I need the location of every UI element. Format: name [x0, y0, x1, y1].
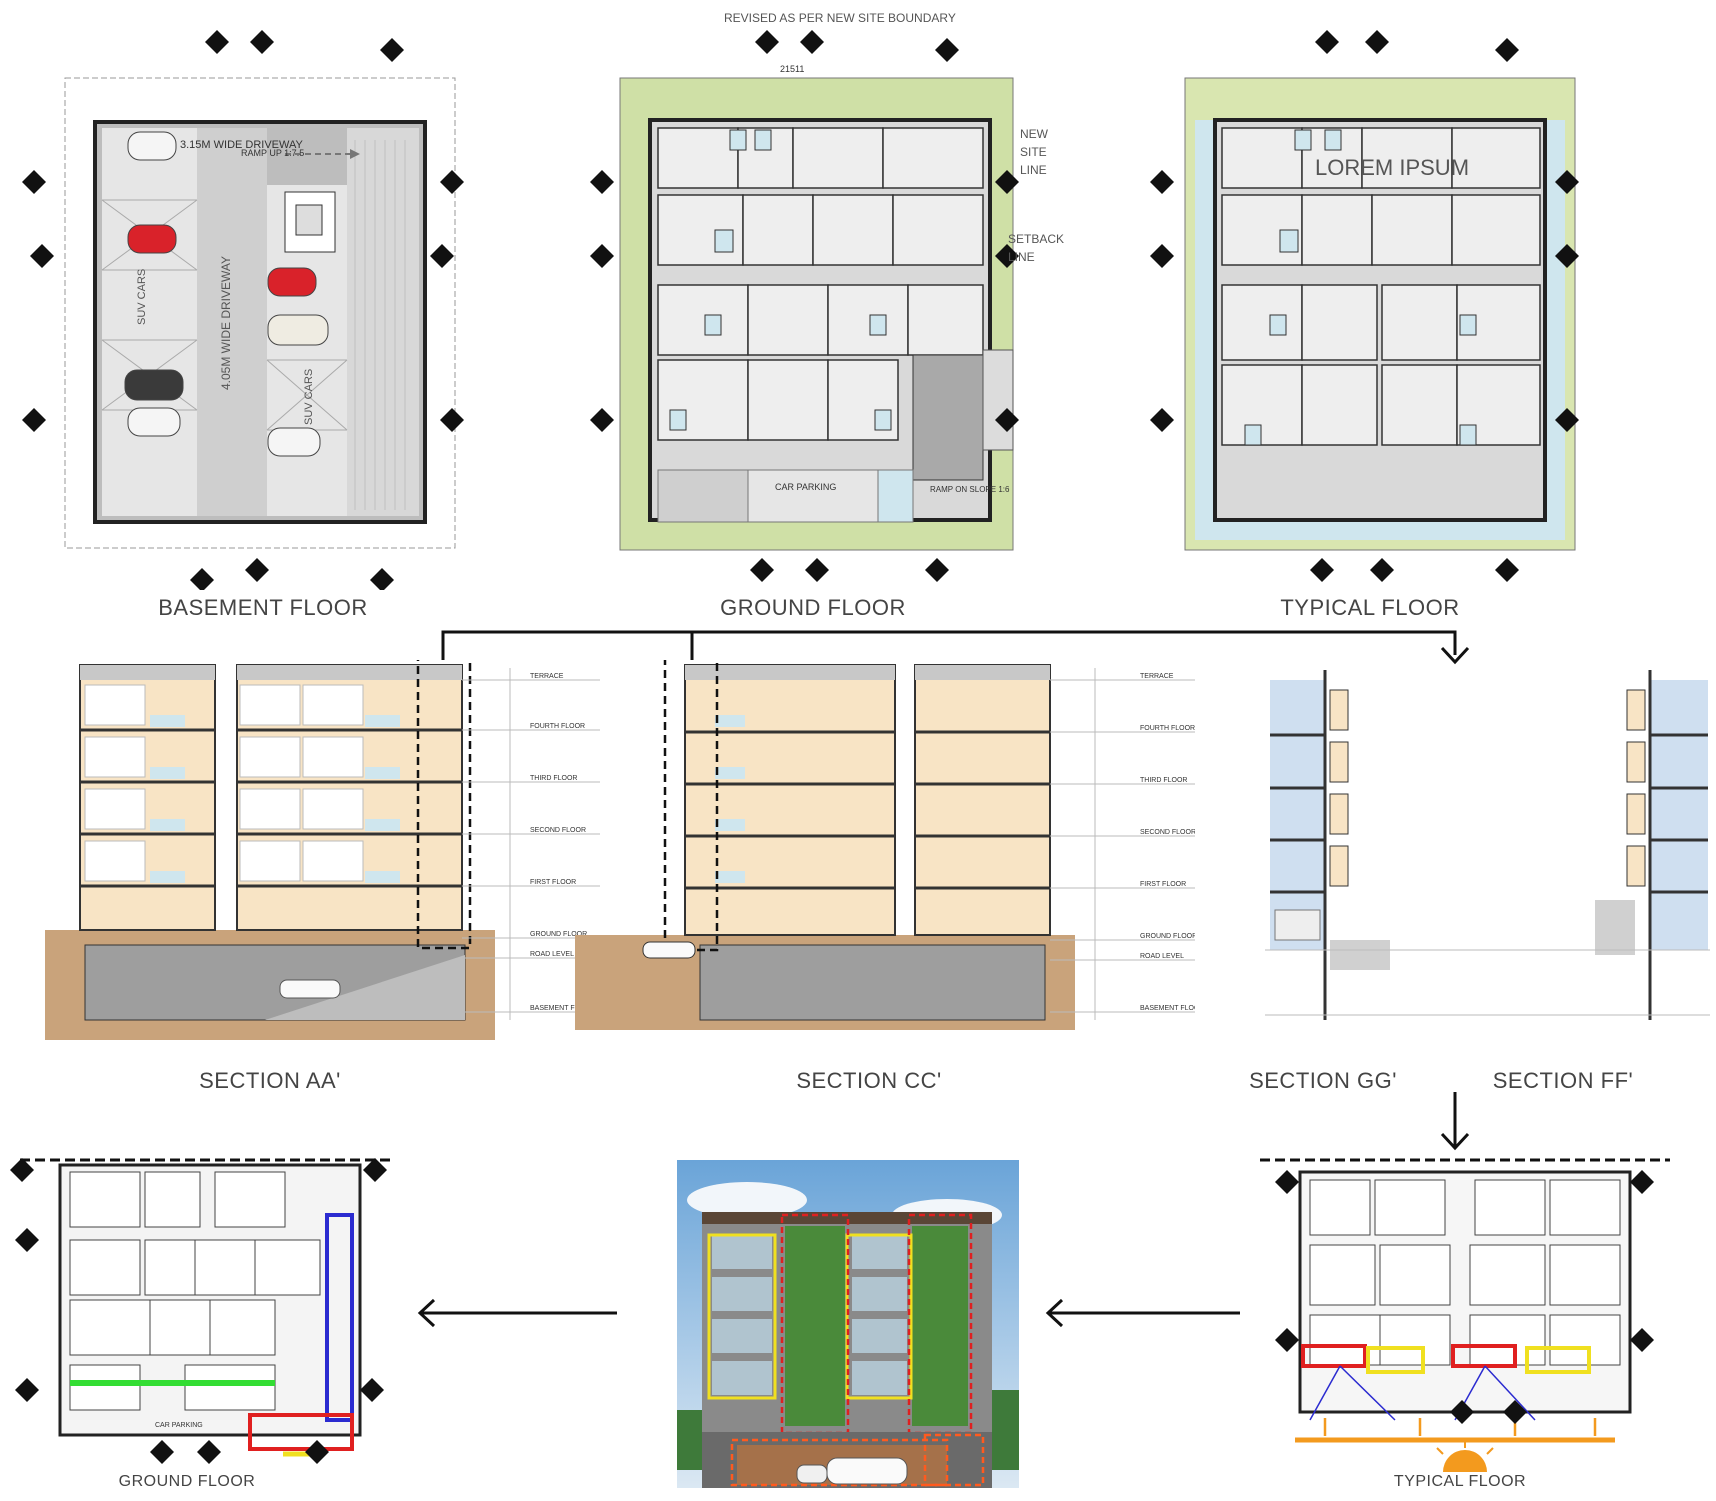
- bottom-ground-floor-title: GROUND FLOOR: [118, 1473, 256, 1490]
- basement-parking-right: SUV CARS: [303, 369, 315, 425]
- sun-icon: [1443, 1450, 1487, 1472]
- aa-level-second: SECOND FLOOR: [530, 827, 586, 834]
- ground-dim-top: 21511: [780, 64, 804, 74]
- cc-level-third: THIRD FLOOR: [1140, 777, 1187, 784]
- typical-floor-analysis-plan: [1260, 1158, 1670, 1472]
- aa-level-first: FIRST FLOOR: [530, 879, 576, 886]
- ground-floor-analysis-plan: CAR PARKING: [10, 1158, 390, 1464]
- aa-level-basement: BASEMENT FLOOR: [530, 1005, 594, 1012]
- typical-floor-plan: LOREM IPSUM: [1150, 30, 1579, 582]
- cc-level-road: ROAD LEVEL: [1140, 953, 1184, 960]
- cc-level-ground: GROUND FLOOR: [1140, 933, 1195, 940]
- cc-level-second: SECOND FLOOR: [1140, 829, 1195, 836]
- cc-level-basement: BASEMENT FLOOR: [1140, 1005, 1195, 1012]
- ground-new-site-line: NEW SITE LINE: [1020, 127, 1048, 177]
- revision-note: REVISED AS PER NEW SITE BOUNDARY: [724, 11, 956, 25]
- cc-level-terrace: TERRACE: [1140, 673, 1174, 680]
- ground-floor-plan: 21511 CAR PARKING RAMP ON SLOPE 1:6: [590, 30, 1019, 582]
- cc-level-first: FIRST FLOOR: [1140, 881, 1186, 888]
- section-cc-title: SECTION CC': [796, 1068, 942, 1093]
- aa-level-fourth: FOURTH FLOOR: [530, 723, 585, 730]
- ground-floor-title: GROUND FLOOR: [720, 595, 906, 620]
- aa-level-road: ROAD LEVEL: [530, 951, 574, 958]
- cc-level-fourth: FOURTH FLOOR: [1140, 725, 1195, 732]
- aa-level-third: THIRD FLOOR: [530, 775, 577, 782]
- ground-ramp-note: RAMP ON SLOPE 1:6: [930, 485, 1010, 494]
- typical-floor-title: TYPICAL FLOOR: [1280, 595, 1460, 620]
- section-aa-title: SECTION AA': [199, 1068, 341, 1093]
- section-gg-ff-drawing: [1265, 670, 1710, 1020]
- ground-car-parking: CAR PARKING: [775, 482, 836, 492]
- basement-driveway-note: 3.15M WIDE DRIVEWAY: [180, 139, 304, 151]
- section-gg-title: SECTION GG': [1249, 1068, 1397, 1093]
- bottom-typical-floor-title: TYPICAL FLOOR: [1393, 1473, 1527, 1490]
- aa-level-terrace: TERRACE: [530, 673, 564, 680]
- basement-ramp-note: RAMP UP 1:7.5: [241, 148, 304, 158]
- building-render-image: [677, 1160, 1019, 1488]
- basement-floor-plan: 3.15M WIDE DRIVEWAY RAMP UP 1:7.5 4.05M …: [22, 30, 464, 590]
- basement-floor-title: BASEMENT FLOOR: [158, 595, 368, 620]
- typical-watermark: LOREM IPSUM: [1315, 155, 1469, 180]
- section-cc-drawing: TERRACE FOURTH FLOOR THIRD FLOOR SECOND …: [575, 660, 1195, 1030]
- section-ff-title: SECTION FF': [1492, 1068, 1634, 1093]
- section-aa-drawing: TERRACE FOURTH FLOOR THIRD FLOOR SECOND …: [45, 660, 600, 1040]
- aa-level-ground: GROUND FLOOR: [530, 931, 587, 938]
- basement-parking-left: SUV CARS: [136, 269, 148, 325]
- bottom-ground-car-parking: CAR PARKING: [155, 1422, 203, 1429]
- basement-driveway-center: 4.05M WIDE DRIVEWAY: [219, 256, 233, 390]
- ground-setback-line: SETBACK LINE: [1008, 232, 1065, 264]
